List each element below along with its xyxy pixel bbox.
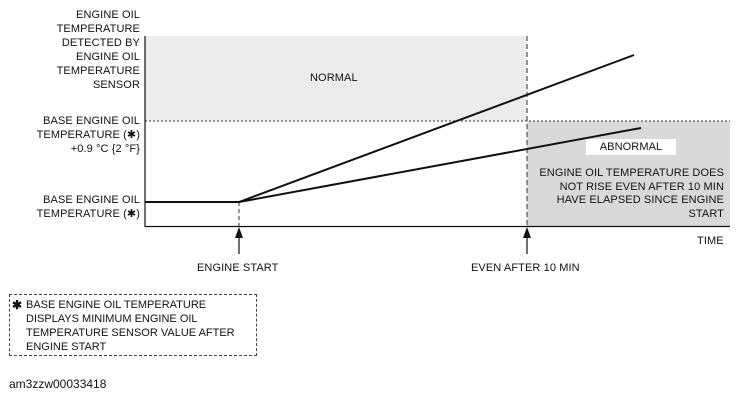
engine-start-arrow [235,227,243,254]
footnote-box: ✱ BASE ENGINE OIL TEMPERATURE DISPLAYS M… [9,294,257,356]
ten-min-label: EVEN AFTER 10 MIN [471,262,580,274]
y-label-base-temperature: BASE ENGINE OIL TEMPERATURE (✱) [36,194,140,220]
abnormal-description: ENGINE OIL TEMPERATURE DOES NOT RISE EVE… [539,167,724,220]
abnormal-label: ABNORMAL [586,139,676,155]
abnormal-region [527,121,730,226]
asterisk-icon: ✱ [12,298,23,312]
x-axis-time-label: TIME [697,235,724,247]
y-label-threshold: BASE ENGINE OIL TEMPERATURE (✱) +0.9 °C … [36,115,140,155]
abnormal-rise-line [238,127,642,203]
engine-start-label: ENGINE START [197,262,279,274]
normal-rise-line [238,54,635,203]
ten-min-arrow [523,227,531,254]
y-label-detected-temperature: ENGINE OIL TEMPERATURE DETECTED BY ENGIN… [56,9,140,91]
normal-label: NORMAL [310,72,358,84]
figure-code: am3zzw00033418 [9,377,107,391]
normal-region [145,36,527,121]
footnote-text: BASE ENGINE OIL TEMPERATURE DISPLAYS MIN… [26,299,235,353]
